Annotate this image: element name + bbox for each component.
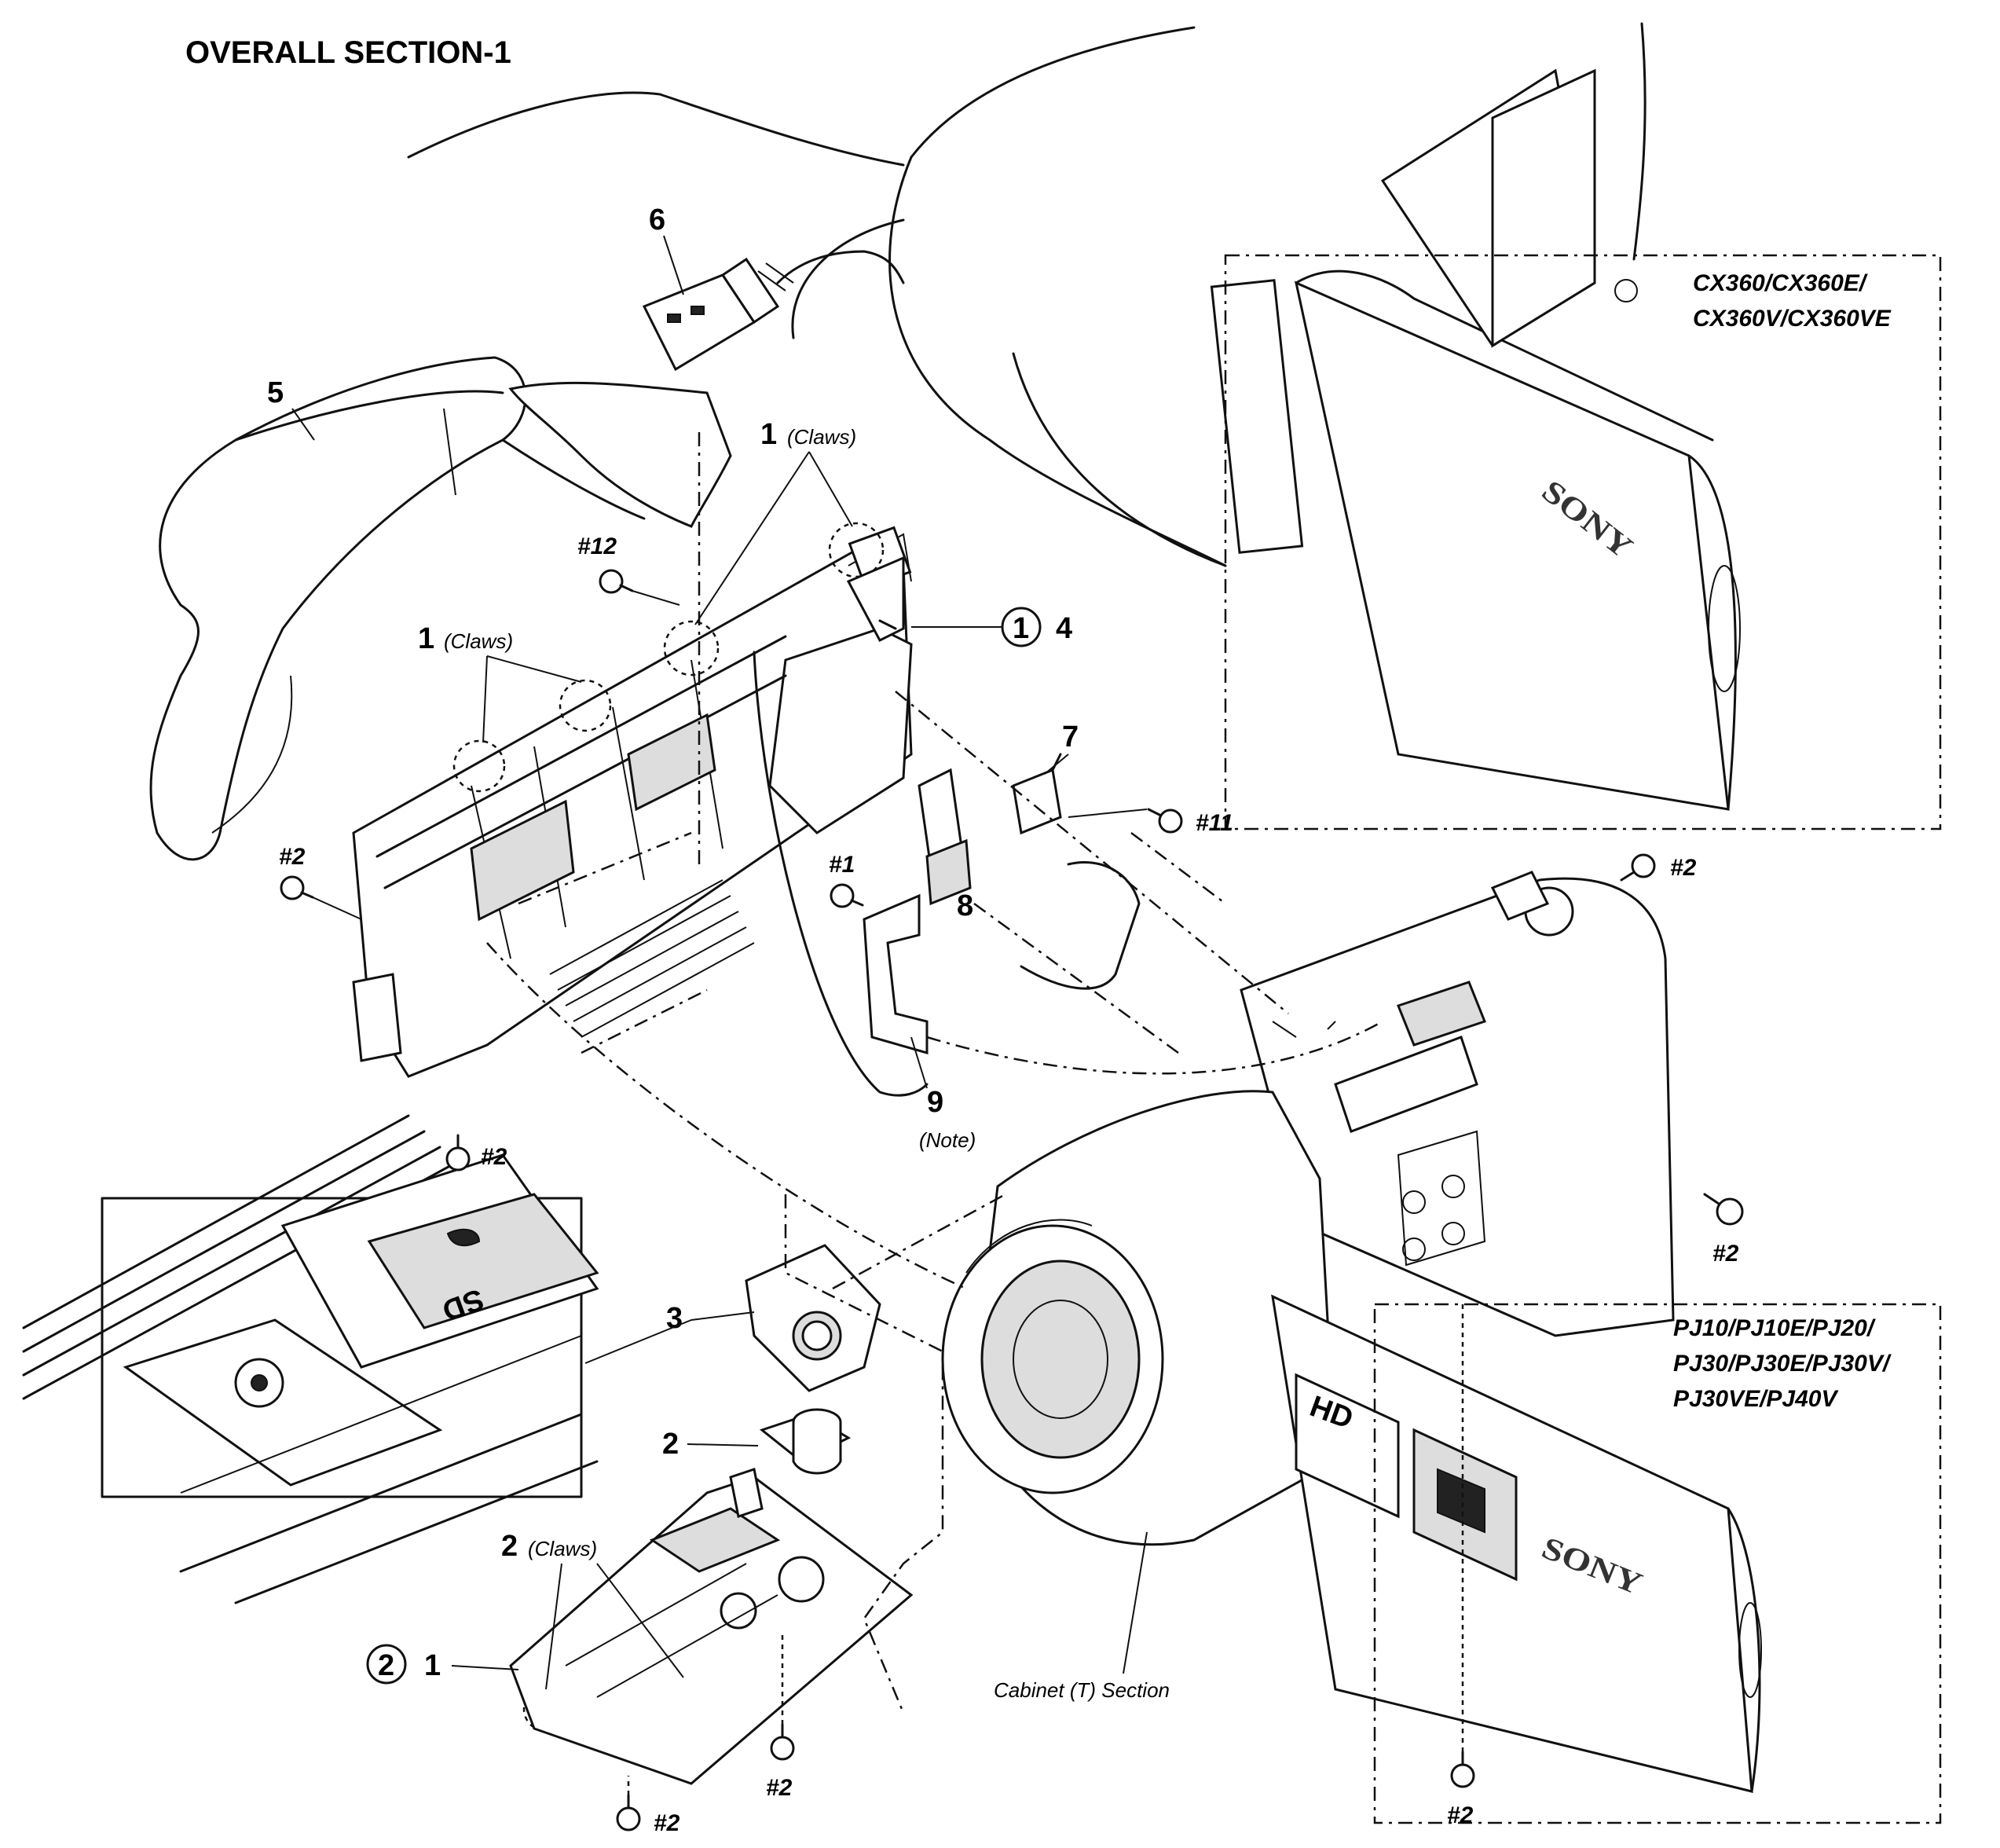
screw-label-12: #12 — [577, 534, 617, 559]
screw-2-sd — [445, 1134, 471, 1172]
screw-label-2-sd: #2 — [481, 1144, 507, 1170]
claw-marker-3 — [559, 679, 612, 732]
part-note-1b: (Claws) — [444, 629, 513, 653]
cabinet-section-label: Cabinet (T) Section — [994, 1678, 1170, 1702]
screw-2-left — [280, 875, 314, 900]
camera-body-outline-top — [407, 22, 1647, 567]
model-label-pj-line2: PJ30/PJ30E/PJ30V/ — [1673, 1351, 1892, 1377]
part-note-9: (Note) — [919, 1128, 976, 1152]
model-label-pj-line1: PJ10/PJ10E/PJ20/ — [1673, 1315, 1876, 1341]
screw-label-2-right-top: #2 — [1670, 855, 1697, 881]
assembly-guide-lines — [486, 432, 1383, 1714]
part-9-clip — [863, 893, 929, 1054]
part-3-plate — [745, 1244, 881, 1392]
model-box-pj — [1373, 1303, 1942, 1824]
circled-1 — [1001, 607, 1042, 647]
circled-2-text: 2 — [378, 1649, 394, 1682]
screw-2-right-top — [1620, 853, 1656, 882]
screw-1 — [830, 883, 864, 908]
part-label-1c: 1 — [424, 1649, 441, 1682]
part-label-3: 3 — [666, 1302, 683, 1335]
part-1-board — [509, 1468, 914, 1785]
camera-main-body — [941, 871, 1675, 1546]
bracket-4 — [846, 556, 905, 642]
screw-label-2-right-mid: #2 — [1712, 1241, 1739, 1267]
screw-label-2-cabinet: #2 — [1447, 1802, 1474, 1828]
screw-2-right-mid — [1703, 1193, 1744, 1226]
part-note-2-claws: (Claws) — [528, 1537, 597, 1560]
part-label-1a: 1 — [760, 418, 777, 451]
part-label-5: 5 — [267, 376, 284, 409]
circled-2 — [366, 1644, 407, 1685]
part-7-bracket — [1012, 753, 1062, 835]
sd-detail-box — [101, 1197, 583, 1498]
claw-marker-1 — [828, 522, 885, 578]
screw-label-11: #11 — [1196, 810, 1233, 836]
circled-1-text: 1 — [1013, 612, 1029, 645]
screw-label-2-bottom: #2 — [654, 1810, 680, 1836]
screw-2-cabinet — [1450, 1751, 1475, 1788]
part-label-6: 6 — [649, 204, 665, 236]
part-label-9: 9 — [927, 1086, 943, 1119]
part-label-2: 2 — [662, 1428, 679, 1461]
screw-label-2-left: #2 — [279, 844, 306, 870]
sd-detail-contents: SD — [22, 1114, 599, 1604]
screw-2-bottom — [616, 1794, 641, 1832]
model-label-cx360-line2: CX360V/CX360VE — [1693, 306, 1892, 332]
screw-label-1: #1 — [829, 852, 855, 878]
screw-11 — [1147, 808, 1183, 834]
usb-connector — [642, 250, 905, 372]
screw-12 — [599, 569, 634, 594]
part-label-2-claws: 2 — [501, 1530, 518, 1563]
claw-marker-4 — [452, 739, 506, 793]
part-8-clip — [918, 768, 972, 906]
lcd-panel-top: SONY — [1210, 68, 1741, 811]
model-box-cx360 — [1224, 254, 1942, 830]
part-label-1b: 1 — [418, 622, 434, 655]
screw-2-board — [770, 1723, 795, 1761]
part-note-1a: (Claws) — [787, 425, 856, 449]
part-label-4: 4 — [1056, 612, 1072, 645]
part-2-speaker — [759, 1408, 852, 1475]
flex-cable — [1020, 860, 1141, 990]
lcd-panel-bottom: HD SONY — [1271, 1294, 1762, 1793]
part-label-7: 7 — [1062, 720, 1079, 754]
section-title: OVERALL SECTION-1 — [185, 35, 511, 70]
claw-marker-2 — [663, 620, 720, 676]
left-cabinet-frame — [352, 526, 913, 1078]
model-label-pj-line3: PJ30VE/PJ40V — [1673, 1386, 1839, 1412]
part-label-8: 8 — [957, 889, 973, 922]
hand-strap — [149, 356, 732, 861]
model-label-cx360-line1: CX360/CX360E/ — [1693, 270, 1868, 296]
screw-label-2-board: #2 — [766, 1775, 793, 1801]
